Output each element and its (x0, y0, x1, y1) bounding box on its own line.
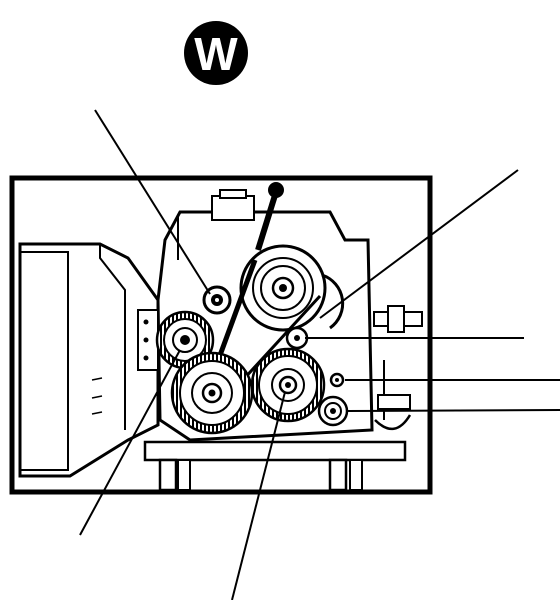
main-drive-gear (170, 351, 254, 435)
side-door (18, 242, 160, 478)
badge-circle (184, 21, 248, 85)
idler-pulley (202, 285, 232, 315)
large-change-gear (250, 347, 326, 423)
stud-gear (285, 326, 309, 350)
badge-letter: W (194, 28, 238, 80)
letter-badge: W (184, 21, 248, 85)
callout-line-7 (231, 391, 286, 600)
callout-line-2 (319, 169, 519, 319)
upper-drive-pulley (239, 244, 327, 332)
rear-gear (321, 273, 345, 330)
machine-stand (143, 440, 407, 492)
callout-line-5 (347, 409, 560, 412)
machine-frame (9, 175, 433, 495)
lever-knob (268, 182, 284, 198)
callout-lines (79, 109, 560, 600)
top-clamp (211, 195, 255, 221)
callout-line-1 (94, 109, 211, 295)
adjustment-knob (329, 372, 345, 388)
shift-lever (255, 182, 284, 251)
leadscrew-gear (317, 395, 349, 427)
right-fittings (373, 305, 423, 430)
callout-line-6 (79, 349, 181, 536)
